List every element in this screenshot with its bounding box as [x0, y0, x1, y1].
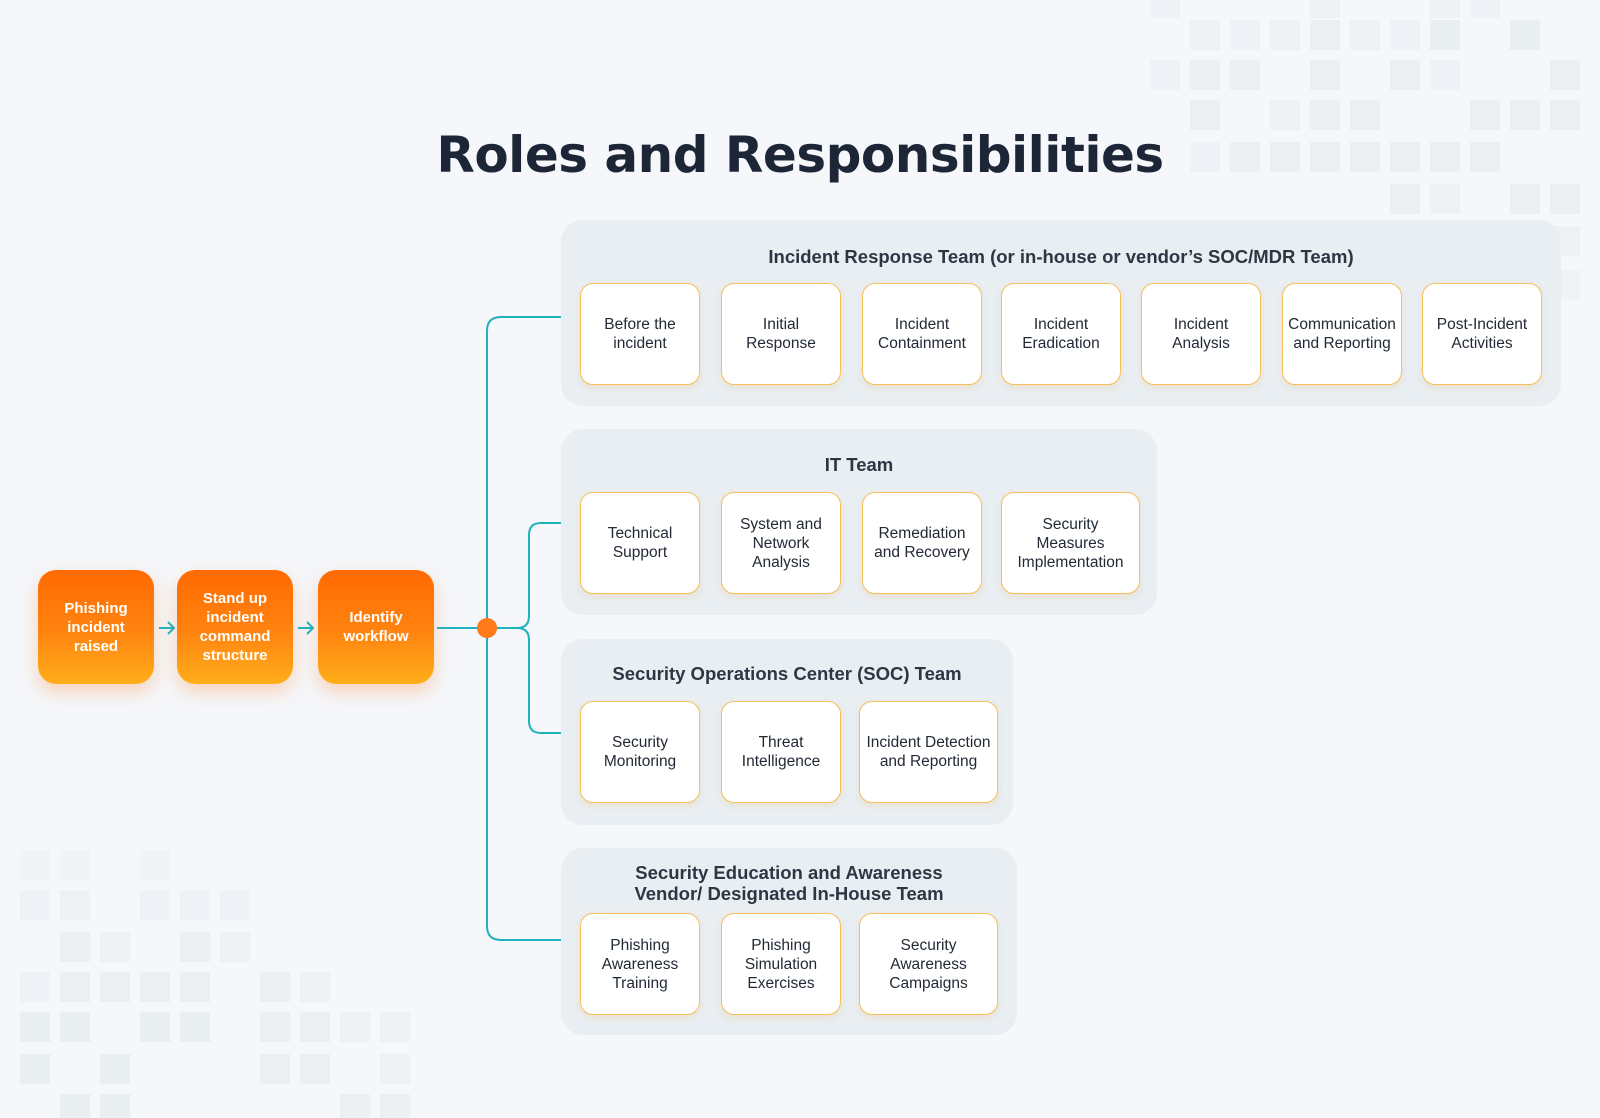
step-label: Identify workflow: [343, 609, 409, 645]
role-card: Initial Response: [721, 283, 841, 385]
step-identify-workflow: Identify workflow: [318, 570, 434, 684]
role-label: Remediation and Recovery: [874, 525, 970, 561]
panel-title: IT Team: [824, 454, 894, 475]
role-card: Before the incident: [580, 283, 700, 385]
role-card: Security Monitoring: [580, 701, 700, 803]
role-card: Technical Support: [580, 492, 700, 594]
role-card: Phishing Simulation Exercises: [721, 913, 841, 1015]
panel-title: Security Education and Awareness Vendor/…: [634, 862, 944, 904]
junction-dot: [477, 618, 497, 638]
role-label: Communication and Reporting: [1288, 316, 1396, 352]
panel-soc-team: Security Operations Center (SOC) Team Se…: [561, 639, 1013, 825]
role-card: Incident Detection and Reporting: [859, 701, 998, 803]
role-label: Initial Response: [746, 316, 816, 352]
panel-incident-response-team: Incident Response Team (or in-house or v…: [561, 220, 1561, 406]
role-card: Incident Analysis: [1141, 283, 1261, 385]
role-card: Incident Eradication: [1001, 283, 1121, 385]
panel-it-team: IT Team Technical Support System and Net…: [561, 429, 1157, 615]
role-label: Security Awareness Campaigns: [889, 936, 968, 992]
step-stand-up-command-structure: Stand up incident command structure: [177, 570, 293, 684]
role-label: Threat Intelligence: [741, 734, 821, 770]
arrow-right-icon: [159, 621, 176, 635]
role-card: Security Awareness Campaigns: [859, 913, 998, 1015]
role-card: Remediation and Recovery: [862, 492, 982, 594]
step-label: Stand up incident command structure: [199, 590, 271, 664]
connector-soc-team: [516, 627, 561, 734]
role-label: Before the incident: [604, 316, 676, 352]
role-label: Post-Incident Activities: [1436, 316, 1528, 352]
page-title: Roles and Responsibilities: [436, 125, 1164, 184]
role-label: Incident Containment: [878, 316, 966, 352]
connector-it-team: [497, 522, 561, 629]
panel-title: Incident Response Team (or in-house or v…: [768, 246, 1354, 267]
arrow-right-icon: [298, 621, 315, 635]
role-card: Communication and Reporting: [1282, 283, 1402, 385]
role-label: Security Monitoring: [603, 734, 677, 770]
role-card: Phishing Awareness Training: [580, 913, 700, 1015]
role-label: Incident Eradication: [1022, 316, 1100, 352]
role-label: Security Measures Implementation: [1017, 515, 1124, 571]
role-card: Incident Containment: [862, 283, 982, 385]
role-label: Incident Analysis: [1172, 316, 1230, 352]
role-card: Security Measures Implementation: [1001, 492, 1140, 594]
role-label: Incident Detection and Reporting: [866, 734, 991, 770]
role-card: Post-Incident Activities: [1422, 283, 1542, 385]
panel-security-education-team: Security Education and Awareness Vendor/…: [561, 848, 1017, 1035]
panel-title: Security Operations Center (SOC) Team: [612, 663, 962, 684]
role-label: Phishing Awareness Training: [601, 936, 679, 992]
role-label: Phishing Simulation Exercises: [744, 936, 818, 992]
role-label: Technical Support: [607, 525, 673, 561]
step-label: Phishing incident raised: [64, 599, 128, 655]
role-card: Threat Intelligence: [721, 701, 841, 803]
step-phishing-incident-raised: Phishing incident raised: [38, 570, 154, 684]
role-card: System and Network Analysis: [721, 492, 841, 594]
role-label: System and Network Analysis: [740, 515, 822, 571]
